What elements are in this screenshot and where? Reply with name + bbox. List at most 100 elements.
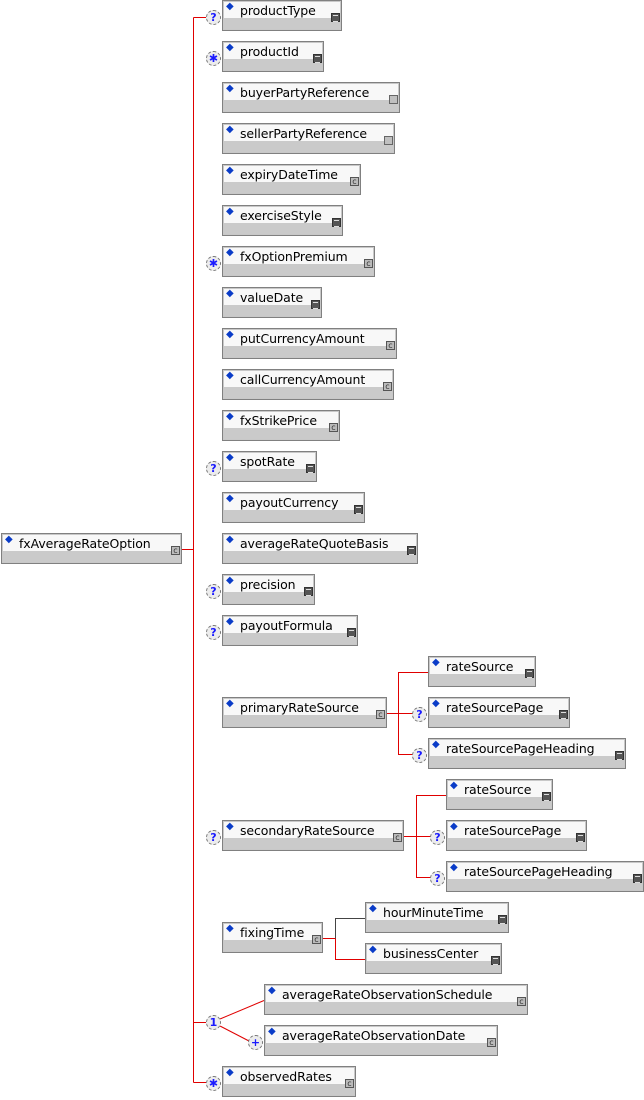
simple-type-icon[interactable]	[559, 710, 568, 719]
optional-icon[interactable]: ?	[430, 871, 445, 886]
optional-icon[interactable]: ?	[430, 830, 445, 845]
reference-type-icon[interactable]	[384, 136, 393, 145]
element-ratesourcepage[interactable]: ◆rateSourcePage	[428, 697, 570, 728]
complex-type-icon[interactable]: c	[345, 1079, 354, 1088]
element-buyerpartyreference[interactable]: ◆buyerPartyReference	[222, 82, 400, 113]
element-exercisestyle[interactable]: ◆exerciseStyle	[222, 205, 343, 236]
secondary-connector	[403, 795, 446, 878]
simple-type-icon[interactable]	[498, 915, 507, 924]
simple-type-icon[interactable]	[525, 669, 534, 678]
element-productid[interactable]: ◆productId	[222, 41, 324, 72]
complex-type-icon[interactable]: c	[386, 341, 395, 350]
element-label: fixingTime	[240, 925, 305, 940]
complex-type-icon[interactable]: c	[383, 382, 392, 391]
element-fixingtime[interactable]: ◆ fixingTime c	[222, 922, 323, 953]
element-spotrate[interactable]: ◆spotRate	[222, 451, 317, 482]
element-ratesourcepage[interactable]: ◆rateSourcePage	[446, 820, 587, 851]
element-label: payoutFormula	[240, 618, 333, 633]
element-averageratequotebasis[interactable]: ◆averageRateQuoteBasis	[222, 533, 418, 564]
optional-icon[interactable]: ?	[412, 748, 427, 763]
simple-type-icon[interactable]	[331, 13, 340, 22]
complex-type-icon[interactable]: c	[171, 546, 180, 555]
element-diamond-icon: ◆	[226, 1, 234, 12]
optional-icon[interactable]: ?	[206, 830, 221, 845]
simple-type-icon[interactable]	[491, 956, 500, 965]
one-or-more-icon[interactable]: +	[248, 1035, 263, 1050]
element-precision[interactable]: ◆precision	[222, 574, 315, 605]
simple-type-icon[interactable]	[306, 464, 315, 473]
complex-type-icon[interactable]: c	[517, 997, 526, 1006]
complex-type-icon[interactable]: c	[329, 423, 338, 432]
simple-type-icon[interactable]	[311, 300, 320, 309]
element-payoutformula[interactable]: ◆payoutFormula	[222, 615, 358, 646]
complex-type-icon[interactable]: c	[376, 710, 385, 719]
element-ratesource[interactable]: ◆rateSource	[446, 779, 553, 810]
simple-type-icon[interactable]	[332, 218, 341, 227]
complex-type-icon[interactable]: c	[487, 1038, 496, 1047]
choice-compositor-icon[interactable]: 1	[206, 1015, 221, 1030]
element-diamond-icon: ◆	[5, 534, 13, 545]
element-ratesource[interactable]: ◆ rateSource	[428, 656, 536, 687]
element-fxoptionpremium[interactable]: ◆ fxOptionPremium c	[222, 246, 375, 277]
element-label: rateSource	[446, 659, 514, 674]
optional-icon[interactable]: ?	[206, 584, 221, 599]
element-diamond-icon: ◆	[226, 329, 234, 340]
element-diamond-icon: ◆	[226, 165, 234, 176]
element-diamond-icon: ◆	[432, 739, 440, 750]
zero-or-more-icon[interactable]: ✱	[206, 1076, 221, 1091]
complex-type-icon[interactable]: c	[312, 935, 321, 944]
element-valuedate[interactable]: ◆valueDate	[222, 287, 322, 318]
simple-type-icon[interactable]	[304, 587, 313, 596]
element-ratesourcepageheading[interactable]: ◆ rateSourcePageHeading	[428, 738, 626, 769]
element-label: averageRateObservationSchedule	[282, 987, 493, 1002]
zero-or-more-icon[interactable]: ✱	[206, 51, 221, 66]
simple-type-icon[interactable]	[542, 792, 551, 801]
element-label: payoutCurrency	[240, 495, 339, 510]
element-label: rateSourcePage	[464, 823, 562, 838]
element-diamond-icon: ◆	[226, 42, 234, 53]
element-diamond-icon: ◆	[226, 1067, 234, 1078]
element-label: rateSourcePageHeading	[446, 741, 595, 756]
element-sellerpartyreference[interactable]: ◆sellerPartyReference	[222, 123, 395, 154]
simple-type-icon[interactable]	[313, 54, 322, 63]
element-diamond-icon: ◆	[226, 247, 234, 258]
element-label: primaryRateSource	[240, 700, 359, 715]
simple-type-icon[interactable]	[633, 874, 642, 883]
optional-icon[interactable]: ?	[206, 10, 221, 25]
element-payoutcurrency[interactable]: ◆payoutCurrency	[222, 492, 365, 523]
element-producttype[interactable]: ◆productType	[222, 0, 342, 31]
simple-type-icon[interactable]	[615, 751, 624, 760]
simple-type-icon[interactable]	[354, 505, 363, 514]
simple-type-icon[interactable]	[347, 628, 356, 637]
element-diamond-icon: ◆	[226, 923, 234, 934]
element-businesscenter[interactable]: ◆businessCenter	[365, 943, 502, 974]
optional-icon[interactable]: ?	[206, 625, 221, 640]
element-averagerateobservationschedule[interactable]: ◆ averageRateObservationSchedule c	[264, 984, 528, 1015]
element-label: rateSource	[464, 782, 532, 797]
element-hourminutetime[interactable]: ◆hourMinuteTime	[365, 902, 509, 933]
element-ratesourcepageheading[interactable]: ◆rateSourcePageHeading	[446, 861, 644, 892]
element-diamond-icon: ◆	[432, 657, 440, 668]
optional-icon[interactable]: ?	[412, 707, 427, 722]
complex-type-icon[interactable]: c	[393, 833, 402, 842]
complex-type-icon[interactable]: c	[350, 177, 359, 186]
complex-type-icon[interactable]: c	[364, 259, 373, 268]
simple-type-icon[interactable]	[407, 546, 416, 555]
element-diamond-icon: ◆	[268, 985, 276, 996]
simple-type-icon[interactable]	[576, 833, 585, 842]
zero-or-more-icon[interactable]: ✱	[206, 256, 221, 271]
element-diamond-icon: ◆	[226, 534, 234, 545]
reference-type-icon[interactable]	[389, 95, 398, 104]
element-diamond-icon: ◆	[226, 288, 234, 299]
element-label: fxOptionPremium	[240, 249, 348, 264]
optional-icon[interactable]: ?	[206, 461, 221, 476]
